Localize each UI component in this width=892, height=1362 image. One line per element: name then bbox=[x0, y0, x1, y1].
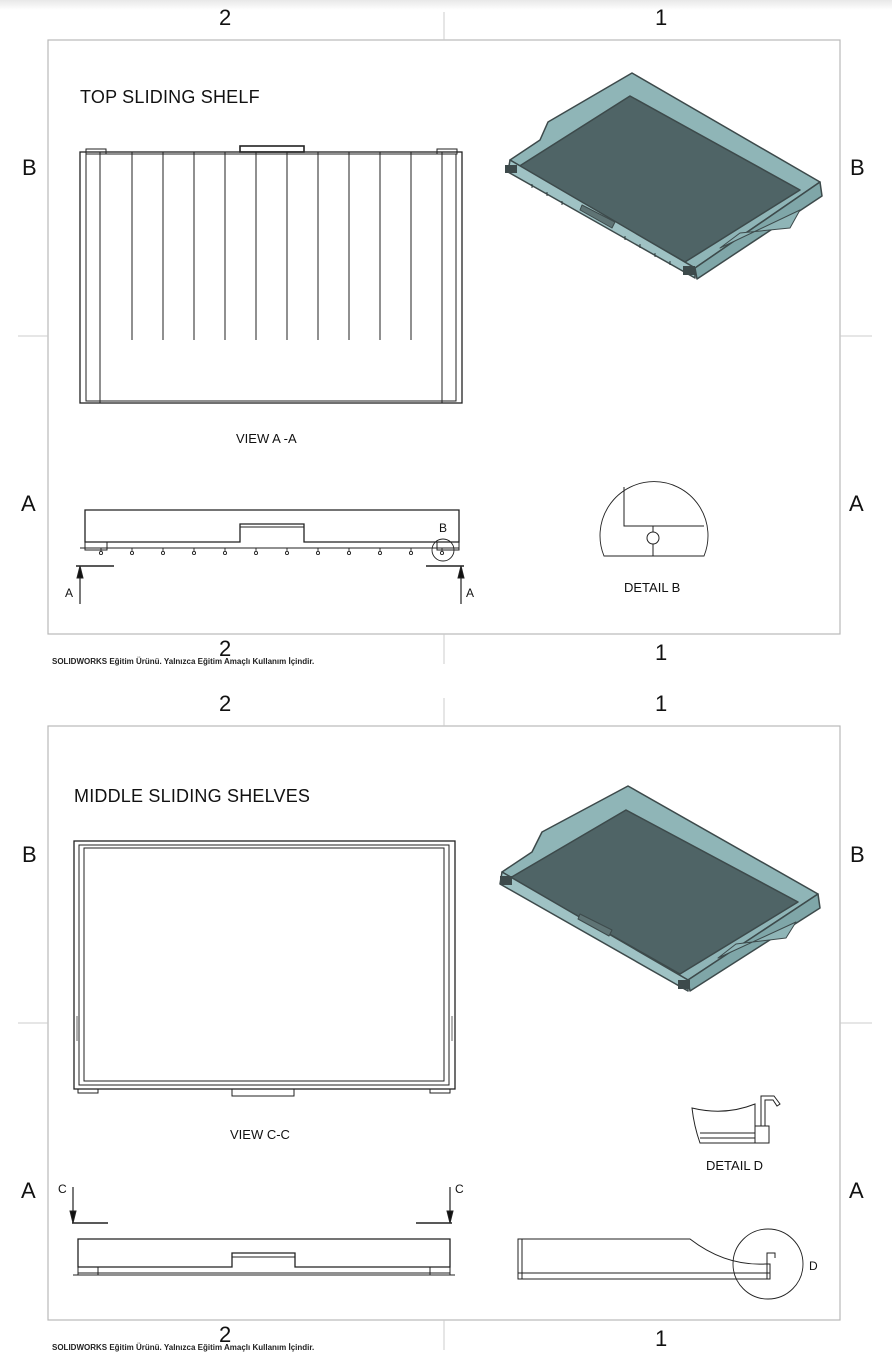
zone-row-a-right: A bbox=[849, 491, 864, 516]
detail-d-drawing bbox=[691, 1095, 781, 1144]
zone-row-b-right: B bbox=[850, 842, 865, 867]
section-marker-right: A bbox=[466, 586, 475, 600]
zone-col-1-bottom: 1 bbox=[655, 640, 668, 665]
detail-d-callout-circle bbox=[732, 1228, 804, 1300]
detail-marker-label: D bbox=[809, 1259, 818, 1273]
drawing-sheet-2: 2 1 B B A A MIDDLE SLIDING SHELVES VIEW … bbox=[0, 686, 892, 1362]
section-marker-right: C bbox=[455, 1182, 464, 1196]
section-marker-left: A bbox=[65, 586, 74, 600]
zone-col-2-bottom: 2 bbox=[219, 636, 232, 661]
section-view-label: VIEW C-C bbox=[230, 1127, 290, 1142]
zone-row-b-right: B bbox=[850, 155, 865, 180]
zone-col-1-top: 1 bbox=[655, 691, 668, 716]
drawing-title: TOP SLIDING SHELF bbox=[80, 87, 260, 107]
zone-row-a-left: A bbox=[21, 491, 36, 516]
sheet-2-linework bbox=[18, 698, 872, 1350]
detail-view-label: DETAIL B bbox=[624, 580, 681, 595]
detail-b-drawing bbox=[599, 481, 709, 557]
drawing-title: MIDDLE SLIDING SHELVES bbox=[74, 786, 311, 806]
zone-row-a-right: A bbox=[849, 1178, 864, 1203]
section-view-label: VIEW A -A bbox=[236, 431, 297, 446]
zone-row-b-left: B bbox=[22, 155, 37, 180]
detail-b-callout-circle bbox=[431, 538, 455, 562]
window-top-shade bbox=[0, 0, 892, 10]
view-c-c-drawing bbox=[73, 840, 456, 1097]
detail-view-label: DETAIL D bbox=[706, 1158, 764, 1173]
isometric-tray-top-shelf bbox=[505, 72, 823, 280]
zone-row-a-left: A bbox=[21, 1178, 36, 1203]
footer-note: SOLIDWORKS Eğitim Ürünü. Yalnızca Eğitim… bbox=[52, 1343, 315, 1352]
drawing-sheet-1: 2 1 B B A A TOP SLIDING SHELF VIEW A -A … bbox=[0, 0, 892, 676]
front-view-drawing bbox=[69, 1187, 455, 1276]
zone-col-2-bottom: 2 bbox=[219, 1322, 232, 1347]
view-a-a-drawing bbox=[79, 145, 463, 404]
zone-col-1-bottom: 1 bbox=[655, 1326, 668, 1351]
isometric-tray-middle-shelves bbox=[499, 785, 821, 992]
sheet-1-linework bbox=[18, 12, 872, 664]
front-view-drawing bbox=[76, 509, 465, 604]
zone-col-2-top: 2 bbox=[219, 5, 232, 30]
zone-row-b-left: B bbox=[22, 842, 37, 867]
detail-marker-label: B bbox=[439, 521, 448, 535]
section-marker-left: C bbox=[58, 1182, 67, 1196]
side-view-drawing bbox=[517, 1228, 804, 1300]
footer-note: SOLIDWORKS Eğitim Ürünü. Yalnızca Eğitim… bbox=[52, 657, 315, 666]
zone-col-2-top: 2 bbox=[219, 691, 232, 716]
zone-col-1-top: 1 bbox=[655, 5, 668, 30]
